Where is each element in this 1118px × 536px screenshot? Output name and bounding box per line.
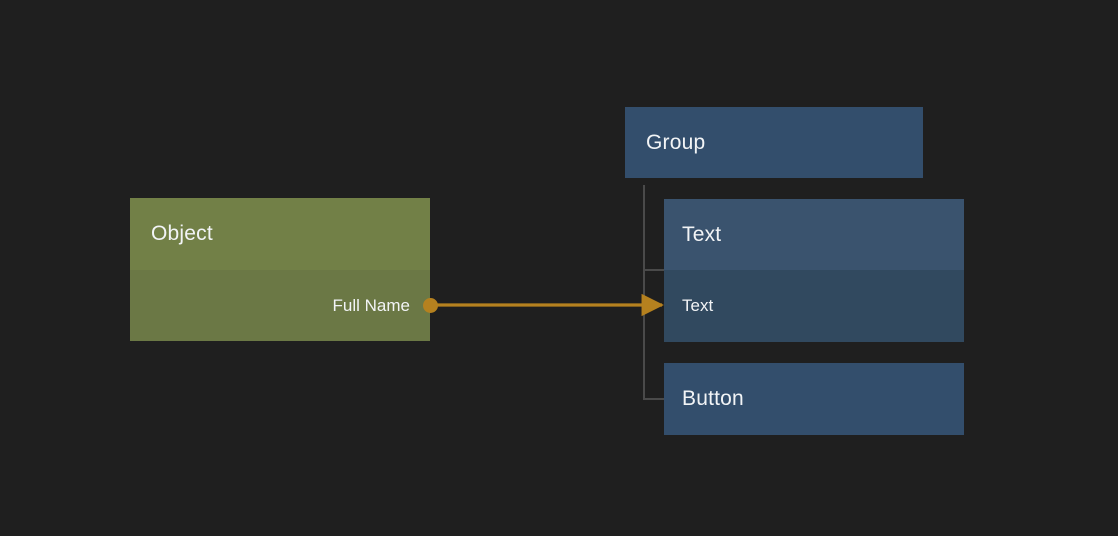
node-text-header[interactable]: Text [664, 199, 964, 270]
node-object-header[interactable]: Object [130, 198, 430, 270]
node-text-row-label: Text [682, 296, 714, 315]
node-object-title: Object [151, 222, 213, 245]
node-object[interactable]: Object Full Name [130, 198, 430, 341]
tree-trunk-line [643, 185, 645, 400]
tree-branch-line-button [643, 398, 664, 400]
node-text-title: Text [682, 222, 722, 246]
output-port-full-name[interactable] [423, 298, 438, 313]
node-button-title: Button [682, 387, 744, 410]
node-text-row-text[interactable]: Text [664, 270, 964, 342]
node-button[interactable]: Button [664, 363, 964, 435]
tree-branch-line-text [643, 269, 664, 271]
node-group[interactable]: Group [625, 107, 923, 178]
node-group-header[interactable]: Group [625, 107, 923, 178]
node-object-row-full-name[interactable]: Full Name [130, 270, 430, 341]
node-text[interactable]: Text Text [664, 199, 964, 342]
node-object-row-label: Full Name [332, 295, 410, 315]
node-group-title: Group [646, 130, 706, 154]
node-button-header[interactable]: Button [664, 363, 964, 435]
